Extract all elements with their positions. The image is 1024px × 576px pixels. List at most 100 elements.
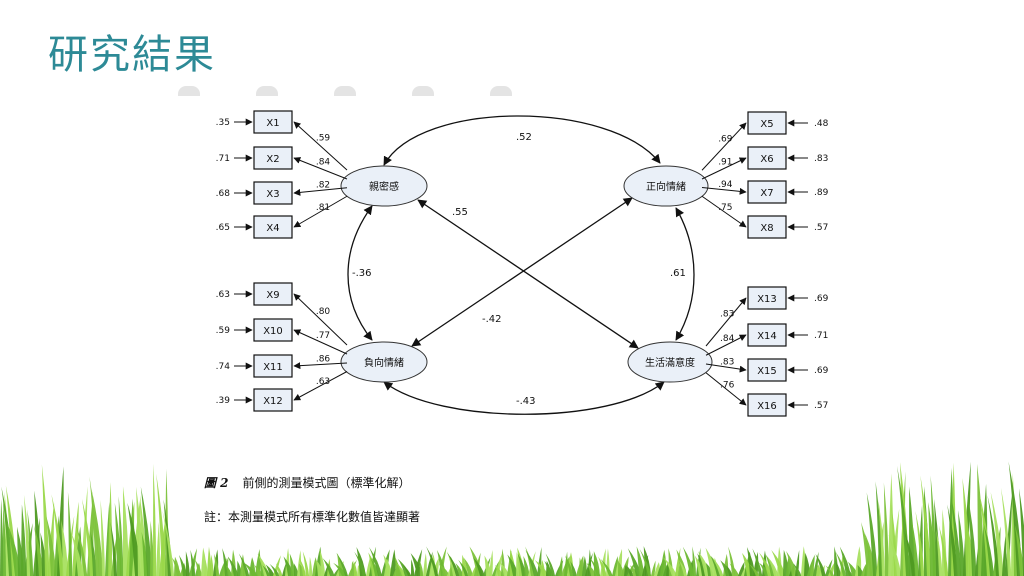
indicator-label-x15: X15 bbox=[757, 366, 777, 377]
loading-arrow-x15 bbox=[705, 363, 747, 373]
loading-label-x16: .76 bbox=[720, 380, 735, 390]
error-label-x9: .63 bbox=[216, 290, 230, 300]
loading-label-x9: .80 bbox=[316, 307, 331, 317]
latent-positive: 正向情緒 bbox=[623, 165, 709, 207]
indicator-label-x9: X9 bbox=[266, 290, 279, 301]
error-label-x11: .74 bbox=[216, 362, 231, 372]
error-label-x6: .83 bbox=[814, 154, 828, 164]
error-label-x5: .48 bbox=[814, 119, 829, 129]
loading-label-x13: .83 bbox=[720, 310, 734, 320]
grass-decoration bbox=[0, 461, 1024, 576]
loading-label-x4: .81 bbox=[316, 203, 330, 213]
error-label-x10: .59 bbox=[216, 326, 231, 336]
loading-arrow-x8 bbox=[701, 195, 747, 228]
indicator-box-x11 bbox=[253, 354, 293, 378]
loading-arrow-x7 bbox=[701, 187, 747, 195]
slide-title: 研究結果 bbox=[48, 32, 216, 78]
error-label-x12: .39 bbox=[216, 396, 231, 406]
indicator-label-x1: X1 bbox=[266, 118, 279, 129]
indicator-box-x9 bbox=[253, 282, 293, 306]
loading-arrow-x16 bbox=[705, 372, 747, 406]
corr-label-intimacy-satisfaction: .55 bbox=[452, 207, 468, 218]
loading-label-x14: .84 bbox=[720, 334, 735, 344]
indicator-label-x7: X7 bbox=[760, 188, 773, 199]
error-label-x8: .57 bbox=[814, 223, 828, 233]
indicator-label-x3: X3 bbox=[266, 189, 279, 200]
error-label-x2: .71 bbox=[216, 154, 230, 164]
figure-caption: 圖 2 前側的測量模式圖（標準化解） bbox=[204, 474, 411, 491]
indicator-box-x3 bbox=[253, 181, 293, 205]
loading-label-x5: .69 bbox=[718, 134, 733, 144]
error-label-x15: .69 bbox=[814, 366, 829, 376]
error-label-x4: .65 bbox=[216, 223, 230, 233]
error-label-x1: .35 bbox=[216, 118, 230, 128]
latent-intimacy: 親密感 bbox=[340, 165, 428, 207]
loading-arrow-x5 bbox=[701, 122, 747, 171]
indicator-label-x16: X16 bbox=[757, 401, 777, 412]
loading-arrow-x2 bbox=[293, 157, 348, 180]
corr-label-positive-negative: -.42 bbox=[482, 314, 502, 325]
loading-label-x7: .94 bbox=[718, 180, 733, 190]
indicator-box-x10 bbox=[253, 318, 293, 342]
indicator-label-x14: X14 bbox=[757, 331, 777, 342]
indicator-box-x13 bbox=[747, 286, 787, 310]
indicator-box-x7 bbox=[747, 180, 787, 204]
corr-negative-satisfaction-arc bbox=[383, 381, 665, 415]
loading-label-x8: .75 bbox=[718, 203, 732, 213]
loading-arrow-x1 bbox=[293, 121, 348, 171]
corr-label-intimacy-negative: -.36 bbox=[352, 268, 372, 279]
loading-arrow-x12 bbox=[293, 371, 348, 401]
corr-label-intimacy-positive: .52 bbox=[516, 132, 532, 143]
indicator-box-x1 bbox=[253, 110, 293, 134]
corr-positive-satisfaction-arc bbox=[675, 207, 695, 341]
loading-arrow-x3 bbox=[293, 187, 348, 196]
loading-label-x1: .59 bbox=[316, 134, 331, 144]
indicator-label-x10: X10 bbox=[263, 326, 283, 337]
latent-negative-label: 負向情緒 bbox=[364, 356, 404, 369]
indicator-label-x12: X12 bbox=[263, 396, 283, 407]
indicator-box-x16 bbox=[747, 393, 787, 417]
figure-caption-text: 前側的測量模式圖（標準化解） bbox=[242, 476, 411, 490]
corr-label-positive-satisfaction: .61 bbox=[670, 268, 686, 279]
latent-intimacy-label: 親密感 bbox=[369, 180, 399, 193]
indicator-label-x8: X8 bbox=[760, 223, 773, 234]
figure-number: 圖 2 bbox=[204, 476, 229, 490]
error-label-x16: .57 bbox=[814, 401, 828, 411]
error-label-x7: .89 bbox=[814, 188, 829, 198]
loading-label-x6: .91 bbox=[718, 157, 732, 167]
error-label-x3: .68 bbox=[216, 189, 231, 199]
indicator-box-x5 bbox=[747, 111, 787, 135]
loading-arrow-x14 bbox=[705, 334, 747, 356]
latent-negative: 負向情緒 bbox=[340, 341, 428, 383]
indicator-label-x2: X2 bbox=[266, 154, 279, 165]
indicator-box-x2 bbox=[253, 146, 293, 170]
loading-arrow-x4 bbox=[293, 195, 348, 228]
figure-note: 註：本測量模式所有標準化數值皆達顯著 bbox=[204, 510, 421, 524]
indicator-box-x6 bbox=[747, 146, 787, 170]
loading-arrow-x11 bbox=[293, 362, 348, 370]
loading-label-x10: .77 bbox=[316, 331, 330, 341]
latent-satisfaction-label: 生活滿意度 bbox=[645, 356, 695, 369]
loading-arrow-x9 bbox=[293, 293, 348, 346]
latent-positive-label: 正向情緒 bbox=[646, 180, 686, 193]
loading-label-x15: .83 bbox=[720, 357, 734, 367]
indicator-label-x11: X11 bbox=[263, 362, 283, 373]
corr-label-negative-satisfaction: -.43 bbox=[516, 396, 536, 407]
indicator-box-x4 bbox=[253, 215, 293, 239]
indicator-label-x5: X5 bbox=[760, 119, 773, 130]
corr-positive-negative-line bbox=[411, 197, 633, 347]
indicator-box-x8 bbox=[747, 215, 787, 239]
loading-arrow-x10 bbox=[293, 329, 348, 355]
loading-label-x2: .84 bbox=[316, 157, 331, 167]
indicator-label-x13: X13 bbox=[757, 294, 777, 305]
indicator-box-x12 bbox=[253, 388, 293, 412]
error-label-x13: .69 bbox=[814, 294, 829, 304]
indicator-box-x15 bbox=[747, 358, 787, 382]
corr-intimacy-satisfaction-line bbox=[417, 199, 639, 349]
corr-intimacy-negative-arc bbox=[347, 205, 373, 341]
